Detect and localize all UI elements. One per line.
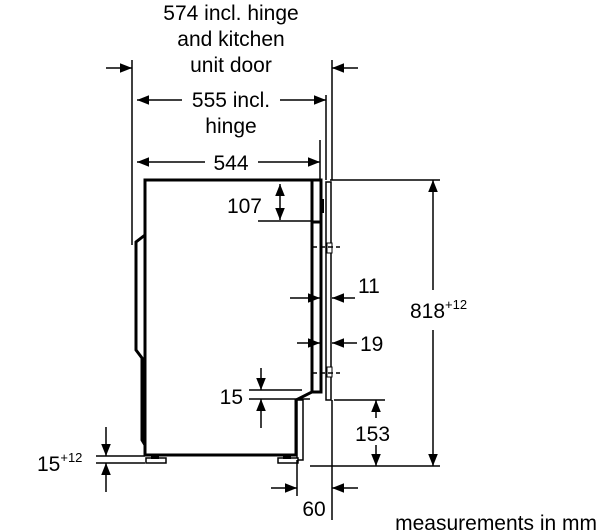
dim-line-555 xyxy=(137,95,327,180)
label-555: 555 incl. hinge xyxy=(192,89,270,138)
dim-15: 15 xyxy=(220,368,310,428)
units-note: measurements in mm xyxy=(395,512,597,532)
svg-text:unit door: unit door xyxy=(190,54,272,77)
label-544: 544 xyxy=(213,152,248,175)
label-19: 19 xyxy=(360,333,383,356)
svg-text:574 incl. hinge: 574 incl. hinge xyxy=(163,2,298,25)
dim-60: 60 xyxy=(271,400,358,521)
label-818: 818+12 xyxy=(410,297,467,323)
label-107: 107 xyxy=(227,195,262,218)
appliance-body xyxy=(134,178,340,464)
label-15: 15 xyxy=(220,386,243,409)
label-153: 153 xyxy=(355,423,390,446)
dim-11: 11 xyxy=(290,275,380,303)
label-feet-15: 15+12 xyxy=(37,450,82,476)
dim-line-574 xyxy=(106,60,358,245)
dim-19: 19 xyxy=(297,333,383,356)
label-574: 574 incl. hinge and kitchen unit door xyxy=(163,2,298,77)
svg-text:555 incl.: 555 incl. xyxy=(192,89,270,112)
dim-feet-15: 15+12 xyxy=(37,427,145,492)
dim-107: 107 xyxy=(227,184,312,222)
dim-153: 153 xyxy=(334,399,390,466)
dim-line-544: 544 xyxy=(137,140,321,180)
svg-text:and kitchen: and kitchen xyxy=(177,28,284,51)
label-11: 11 xyxy=(358,275,380,298)
label-60: 60 xyxy=(302,498,325,521)
svg-text:hinge: hinge xyxy=(205,115,256,138)
